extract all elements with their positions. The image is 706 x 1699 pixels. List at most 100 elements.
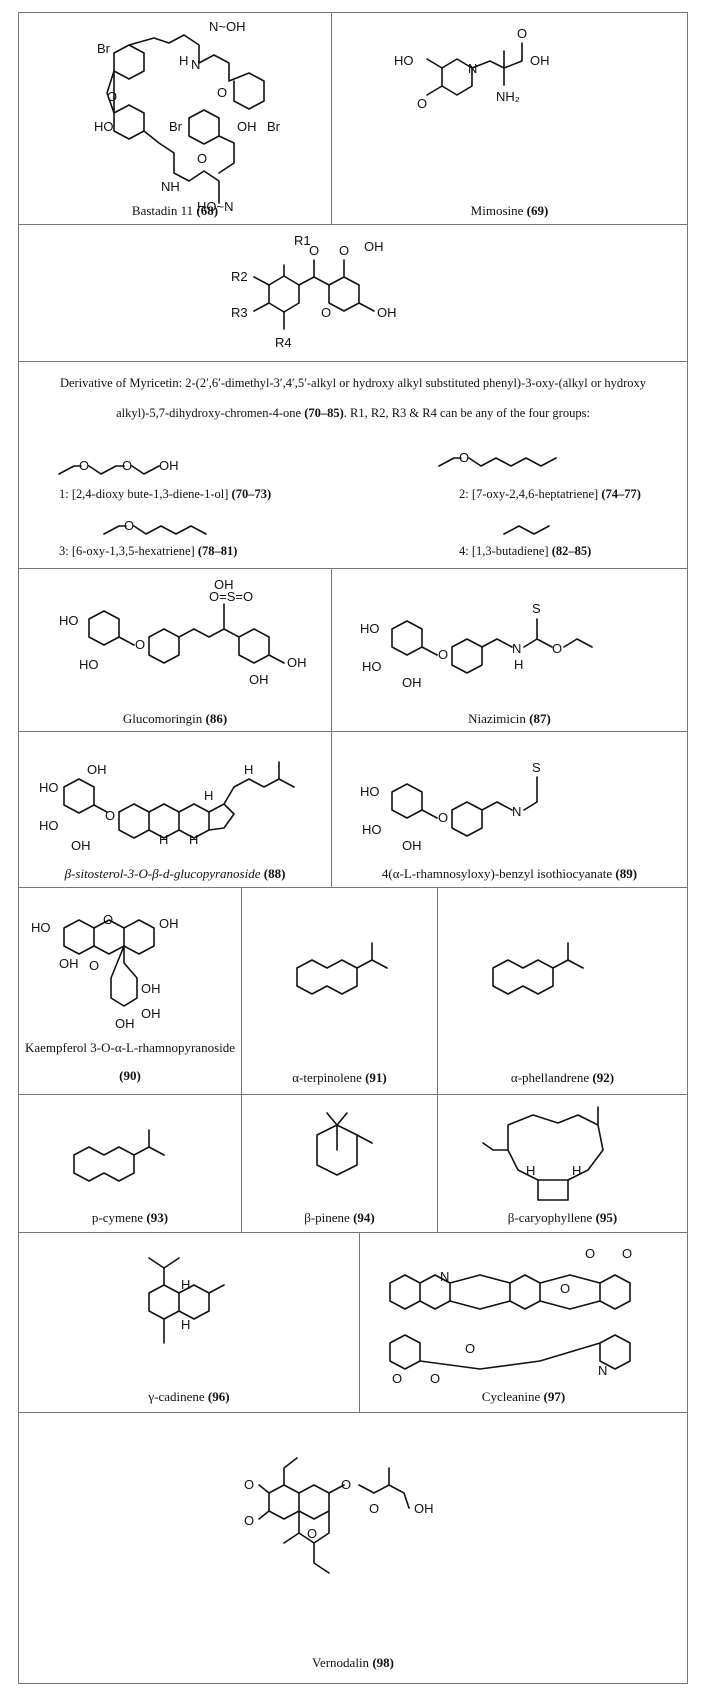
kaempferol-structure: HO OH OH O O OH OH OH — [31, 912, 179, 1031]
o-label: O — [459, 450, 469, 465]
n-label: N — [512, 804, 521, 819]
ho-label: HO — [39, 818, 59, 833]
compound-name: Vernodalin — [312, 1655, 370, 1670]
oh-label: OH — [141, 981, 161, 996]
caption-88: β-sitosterol-3-O-β-d-glucopyranoside (88… — [19, 866, 331, 882]
h-label: H — [179, 53, 188, 68]
caption-93: p-cymene (93) — [19, 1210, 241, 1226]
compound-name: β-sitosterol-3-O-β-d-glucopyranoside — [64, 866, 261, 881]
h-label: H — [181, 1317, 190, 1332]
cell-p-cymene: p-cymene (93) — [19, 1095, 241, 1232]
cell-mimosine: HO O N O OH NH₂ Mimosine (69) — [331, 13, 687, 224]
h-label: H — [181, 1277, 190, 1292]
compound-number: (68) — [196, 203, 219, 218]
oh-label: OH — [364, 239, 384, 254]
substituent-groups: O O OH O O — [58, 450, 557, 535]
pinene-structure — [316, 1112, 373, 1176]
o-label: O — [438, 810, 448, 825]
caryophyllene-structure: H H — [482, 1106, 604, 1201]
ho-label: HO — [362, 822, 382, 837]
ho-label: HO — [79, 657, 99, 672]
row-8: H H γ-cadinene (96) N N O O O O O O Cycl… — [19, 1233, 687, 1413]
r2-label: R2 — [231, 269, 248, 284]
row-3: Derivative of Myricetin: 2-(2′,6′-dimeth… — [19, 362, 687, 569]
figure-table: Br Br Br O HO OH N~OH H N NH HO~N O O Ba… — [18, 12, 688, 1684]
o-label: O — [321, 305, 331, 320]
caption-94: β-pinene (94) — [242, 1210, 437, 1226]
oh-label: OH — [71, 838, 91, 853]
compound-name: p-cymene — [91, 1210, 144, 1225]
ho-label: HO — [59, 613, 79, 628]
oh-label: OH — [159, 916, 179, 931]
n-label: N — [468, 61, 477, 76]
group-2-label: 2: [7-oxy-2,4,6-heptatriene] (74–77) — [459, 487, 641, 501]
compound-number: (93) — [146, 1210, 169, 1225]
o-label: O — [244, 1477, 254, 1492]
compound-name: Mimosine — [470, 203, 524, 218]
s-label: S — [532, 760, 541, 775]
cell-pinene: β-pinene (94) — [241, 1095, 437, 1232]
o-label: O — [369, 1501, 379, 1516]
o-label: O — [217, 85, 227, 100]
o-label: O — [552, 641, 562, 656]
cell-glucomoringin: OH O=S=O O HO HO OH OH Glucomoringin (86… — [19, 569, 331, 731]
cell-phellandrene: α-phellandrene (92) — [437, 888, 687, 1094]
o-label: O — [107, 89, 117, 104]
o-label: O — [465, 1341, 475, 1356]
compound-name: γ-cadinene — [148, 1389, 205, 1404]
compound-number: (96) — [207, 1389, 230, 1404]
compound-number: (94) — [353, 1210, 375, 1225]
compound-name: Bastadin 11 — [131, 203, 194, 218]
group-3-label: 3: [6-oxy-1,3,5-hexatriene] (78–81) — [59, 544, 238, 558]
oh-label: OH — [249, 672, 269, 687]
compound-number: (98) — [372, 1655, 394, 1670]
cell-bastadin: Br Br Br O HO OH N~OH H N NH HO~N O O Ba… — [19, 13, 331, 224]
cadinene-structure: H H — [148, 1257, 225, 1344]
compound-name: Cycleanine — [481, 1389, 541, 1404]
o-label: O — [89, 958, 99, 973]
isothiocyanate-structure: S N O HO HO OH — [360, 760, 541, 853]
cell-sitosterol: O HO HO OH OH H H H H β-sitosterol-3-O-β… — [19, 732, 331, 887]
oh-label: OH — [159, 458, 179, 473]
cell-cadinene: H H γ-cadinene (96) — [19, 1233, 359, 1412]
oh-label: OH — [214, 577, 234, 592]
h-label: H — [572, 1163, 581, 1178]
o-label: O — [430, 1371, 440, 1386]
oh-label: OH — [377, 305, 397, 320]
o-label: O — [309, 243, 319, 258]
myricetin-core-structure: O R1 O OH OH O R2 R3 R4 — [231, 233, 397, 350]
oxime-label: HO~N — [197, 199, 233, 214]
caption-92: α-phellandrene (92) — [438, 1070, 687, 1086]
r3-label: R3 — [231, 305, 248, 320]
cell-niazimicin: S N H O O HO HO OH Niazimicin (87) — [331, 569, 687, 731]
row-4: OH O=S=O O HO HO OH OH Glucomoringin (86… — [19, 569, 687, 732]
glucomoringin-structure: OH O=S=O O HO HO OH OH — [59, 577, 307, 687]
o-label: O — [244, 1513, 254, 1528]
compound-number: (86) — [205, 711, 228, 726]
compound-number: (97) — [543, 1389, 566, 1404]
cell-terpinolene: α-terpinolene (91) — [241, 888, 437, 1094]
o-label: O — [197, 151, 207, 166]
cycleanine-structure: N N O O O O O O — [389, 1246, 632, 1386]
caption-87: Niazimicin (87) — [332, 711, 687, 727]
br-label: Br — [169, 119, 183, 134]
group-4-label: 4: [1,3-butadiene] (82–85) — [459, 544, 592, 558]
o-label: O — [135, 637, 145, 652]
h-label: H — [244, 762, 253, 777]
caption-95: β-caryophyllene (95) — [438, 1210, 687, 1226]
n-label: N — [512, 641, 521, 656]
o-label: O — [417, 96, 427, 111]
caption-90: Kaempferol 3-O-α-L-rhamnopyranoside(90) — [19, 1040, 241, 1084]
br-label: Br — [267, 119, 281, 134]
oh-label: OH — [414, 1501, 434, 1516]
compound-name: α-phellandrene — [510, 1070, 590, 1085]
oh-label: OH — [115, 1016, 135, 1031]
o-label: O — [105, 808, 115, 823]
row-2: O R1 O OH OH O R2 R3 R4 — [19, 225, 687, 362]
h-label: H — [514, 657, 523, 672]
o-label: O — [585, 1246, 595, 1261]
caption-69: Mimosine (69) — [332, 203, 687, 219]
oh-label: OH — [402, 675, 422, 690]
compound-number: (92) — [592, 1070, 615, 1085]
o-label: O — [341, 1477, 351, 1492]
